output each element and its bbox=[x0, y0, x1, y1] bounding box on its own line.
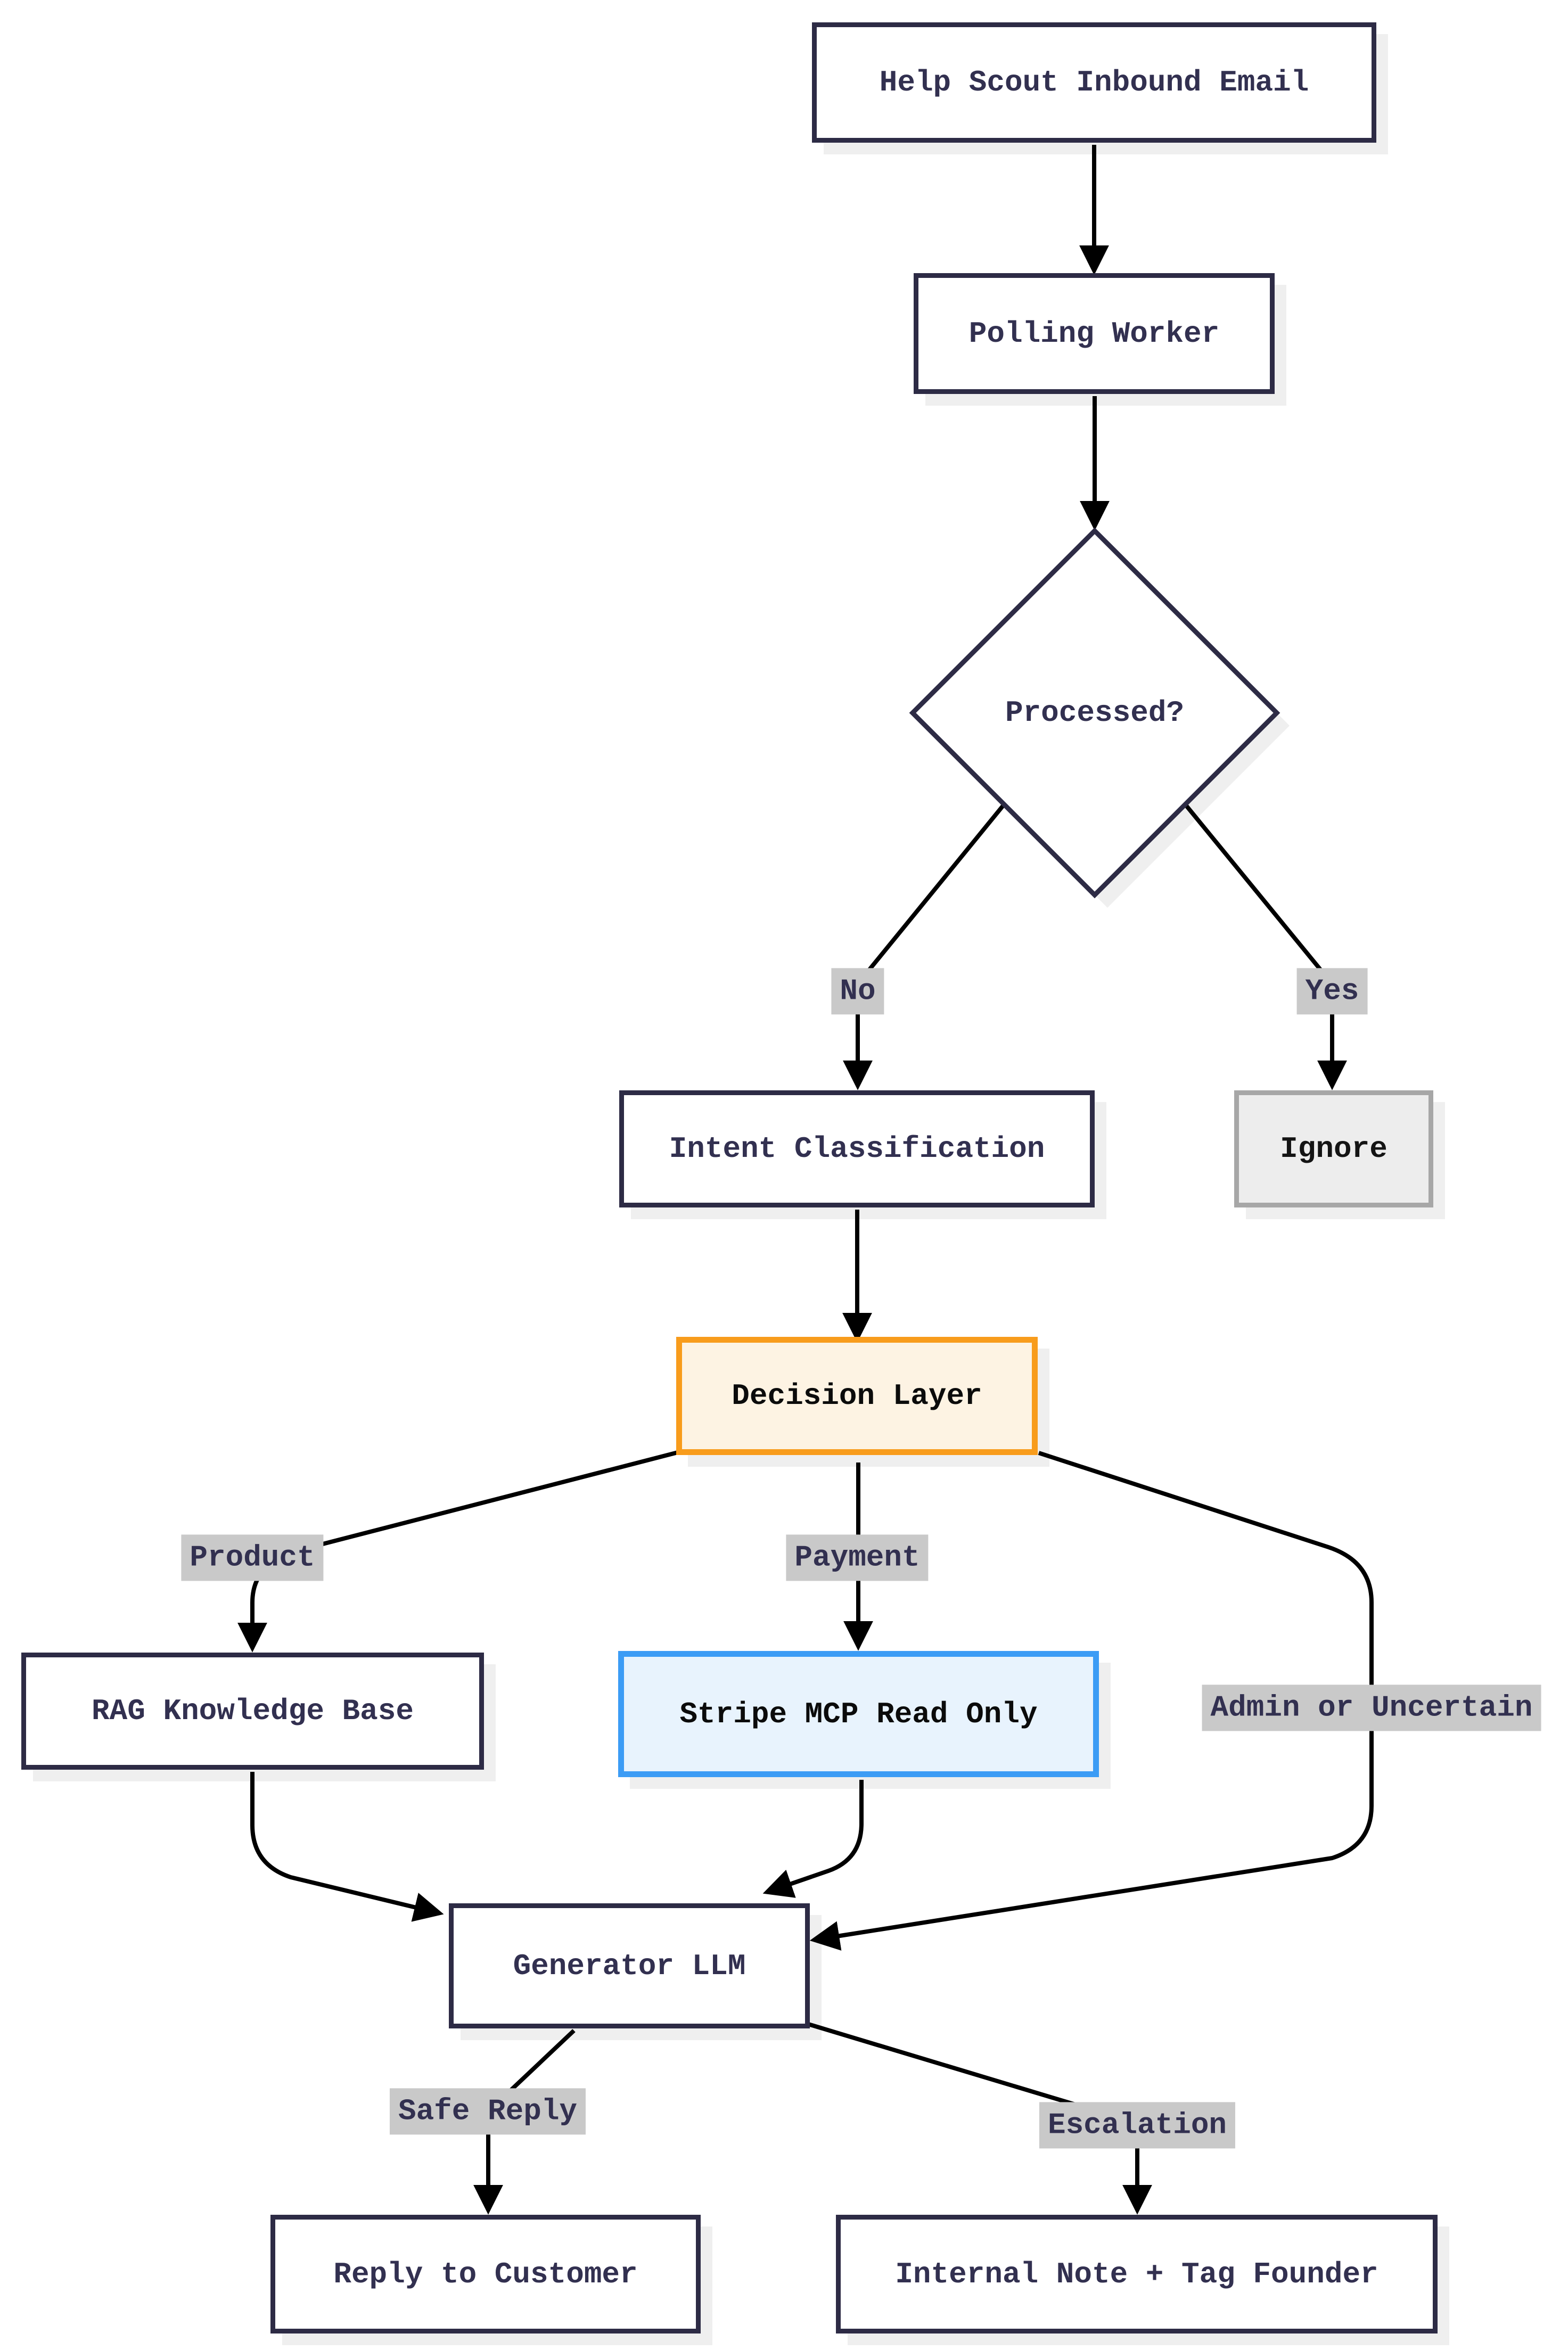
node-label: Stripe MCP Read Only bbox=[679, 1697, 1038, 1731]
node-label: Ignore bbox=[1280, 1132, 1388, 1166]
node-label: Intent Classification bbox=[669, 1132, 1045, 1166]
node-label: Reply to Customer bbox=[333, 2257, 638, 2291]
node-generator-llm: Generator LLM bbox=[449, 1903, 810, 2028]
edge-label-product: Product bbox=[181, 1534, 324, 1581]
node-label: Decision Layer bbox=[732, 1379, 982, 1413]
node-label: Polling Worker bbox=[968, 316, 1220, 351]
edge-label-payment: Payment bbox=[786, 1534, 929, 1581]
edge-label-yes: Yes bbox=[1296, 968, 1368, 1015]
node-label: Help Scout Inbound Email bbox=[879, 65, 1309, 100]
node-internal-note-tag-founder: Internal Note + Tag Founder bbox=[836, 2215, 1438, 2333]
node-helpscout-inbound-email: Help Scout Inbound Email bbox=[812, 22, 1376, 143]
node-reply-to-customer: Reply to Customer bbox=[270, 2215, 701, 2333]
node-decision-layer: Decision Layer bbox=[676, 1337, 1038, 1455]
edge-label-escalation: Escalation bbox=[1039, 2102, 1236, 2149]
edge-label-no: No bbox=[831, 968, 884, 1015]
node-processed-diamond bbox=[909, 527, 1280, 899]
edge-stripe-generator bbox=[762, 1780, 864, 1898]
edge-decision-generator-admin bbox=[809, 1451, 1374, 1951]
node-label: Internal Note + Tag Founder bbox=[895, 2257, 1378, 2291]
edge-rag-generator bbox=[250, 1772, 444, 1922]
edge-processed-ignore-yes bbox=[1184, 803, 1347, 1090]
node-intent-classification: Intent Classification bbox=[619, 1090, 1095, 1207]
edge-processed-intent-no bbox=[843, 803, 1006, 1090]
node-polling-worker: Polling Worker bbox=[914, 273, 1275, 394]
node-ignore: Ignore bbox=[1234, 1090, 1433, 1207]
edge-label-safe-reply: Safe Reply bbox=[389, 2088, 586, 2135]
node-rag-knowledge-base: RAG Knowledge Base bbox=[21, 1653, 484, 1770]
node-label: Generator LLM bbox=[513, 1949, 746, 1983]
node-processed-label: Processed? bbox=[1005, 696, 1185, 730]
node-stripe-mcp-read-only: Stripe MCP Read Only bbox=[618, 1651, 1099, 1777]
edge-label-admin-or-uncertain: Admin or Uncertain bbox=[1202, 1685, 1541, 1731]
node-label: RAG Knowledge Base bbox=[92, 1694, 414, 1728]
